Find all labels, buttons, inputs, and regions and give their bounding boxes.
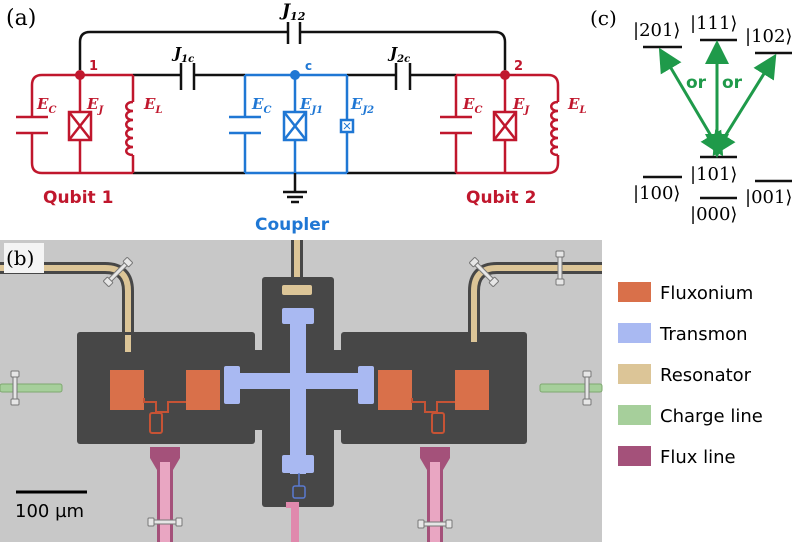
coupler-ec-label: EC bbox=[251, 95, 271, 116]
arrow-to-102 bbox=[712, 53, 777, 157]
qubit1-ej-label: EJ bbox=[86, 95, 104, 116]
level-111: |111⟩ bbox=[690, 13, 737, 34]
qubit1-ec-label: EC bbox=[36, 95, 56, 116]
resonator-left bbox=[0, 262, 134, 352]
level-000: |000⟩ bbox=[690, 204, 737, 225]
qubit2-ej-label: EJ bbox=[512, 95, 530, 116]
coupler-label: Coupler bbox=[255, 215, 330, 235]
resonator-right bbox=[468, 262, 602, 342]
legend-label-transmon: Transmon bbox=[659, 324, 748, 345]
coupler-squid bbox=[292, 473, 306, 499]
or-label-2: or bbox=[722, 73, 743, 93]
level-101: |101⟩ bbox=[690, 164, 737, 185]
legend-swatch-resonator bbox=[618, 364, 651, 384]
transition-arrows bbox=[658, 40, 777, 158]
flux-line-coupler bbox=[286, 502, 299, 542]
legend-swatch-fluxonium bbox=[618, 282, 651, 302]
legend-swatch-flux-line bbox=[618, 446, 651, 466]
energy-levels bbox=[643, 38, 792, 200]
legend-label-flux-line: Flux line bbox=[660, 447, 736, 468]
transmon-cross bbox=[224, 308, 374, 474]
panel-a-label: (a) bbox=[6, 6, 36, 31]
coupler-circuit bbox=[229, 73, 355, 175]
fluxonium-pads-left bbox=[110, 370, 220, 410]
node-2-label: 2 bbox=[514, 59, 523, 74]
legend-label-charge-line: Charge line bbox=[660, 406, 763, 427]
scale-bar-label: 100 µm bbox=[15, 501, 84, 522]
or-label-1: or bbox=[686, 73, 707, 93]
qubit2-ec-label: EC bbox=[462, 95, 482, 116]
qubit1-circuit bbox=[16, 73, 135, 175]
j12-label: J12 bbox=[279, 1, 306, 23]
node-1-label: 1 bbox=[89, 59, 98, 74]
node-1 bbox=[75, 70, 85, 80]
node-2 bbox=[500, 70, 510, 80]
fluxonium-pads-right bbox=[378, 370, 489, 410]
legend-swatch-charge-line bbox=[618, 405, 651, 425]
j2c-wire bbox=[347, 63, 456, 175]
ground-icon bbox=[283, 173, 307, 204]
fluxonium-junction-right bbox=[411, 398, 455, 434]
arrow-to-201 bbox=[658, 47, 724, 157]
j1c-wire bbox=[133, 63, 245, 175]
qubit1-label: Qubit 1 bbox=[43, 188, 113, 208]
panel-b-label: (b) bbox=[6, 246, 34, 270]
resonator-coupling-pad bbox=[282, 285, 312, 295]
fluxonium-junction-left bbox=[143, 398, 186, 434]
qubit2-circuit bbox=[440, 73, 560, 175]
level-201: |201⟩ bbox=[633, 20, 680, 41]
level-102: |102⟩ bbox=[745, 26, 792, 47]
flux-line-left bbox=[150, 447, 180, 542]
node-c bbox=[290, 70, 300, 80]
flux-line-right bbox=[420, 447, 450, 542]
level-001: |001⟩ bbox=[745, 187, 792, 208]
airbridges bbox=[10, 250, 592, 529]
legend-label-fluxonium: Fluxonium bbox=[660, 283, 753, 304]
legend-label-resonator: Resonator bbox=[660, 365, 752, 386]
j2c-label: J2c bbox=[387, 44, 410, 65]
coupler-ej2-label: EJ2 bbox=[350, 95, 374, 116]
panel-b-label-bg bbox=[4, 243, 44, 273]
legend: Fluxonium Transmon Resonator Charge line… bbox=[618, 282, 763, 468]
ej2-junction-mark bbox=[343, 122, 351, 130]
level-100: |100⟩ bbox=[633, 183, 680, 204]
qubit1-el-label: EL bbox=[143, 95, 162, 116]
panel-c-label: (c) bbox=[590, 6, 617, 30]
j12-wire bbox=[78, 22, 507, 70]
charge-line-left bbox=[0, 383, 63, 393]
qubit2-label: Qubit 2 bbox=[466, 188, 536, 208]
coupler-ej1-label: EJ1 bbox=[299, 95, 323, 116]
legend-swatch-transmon bbox=[618, 323, 651, 343]
j1c-label: J1c bbox=[171, 44, 194, 65]
node-c-label: c bbox=[305, 59, 312, 73]
qubit2-el-label: EL bbox=[567, 95, 586, 116]
charge-line-right bbox=[539, 383, 603, 393]
